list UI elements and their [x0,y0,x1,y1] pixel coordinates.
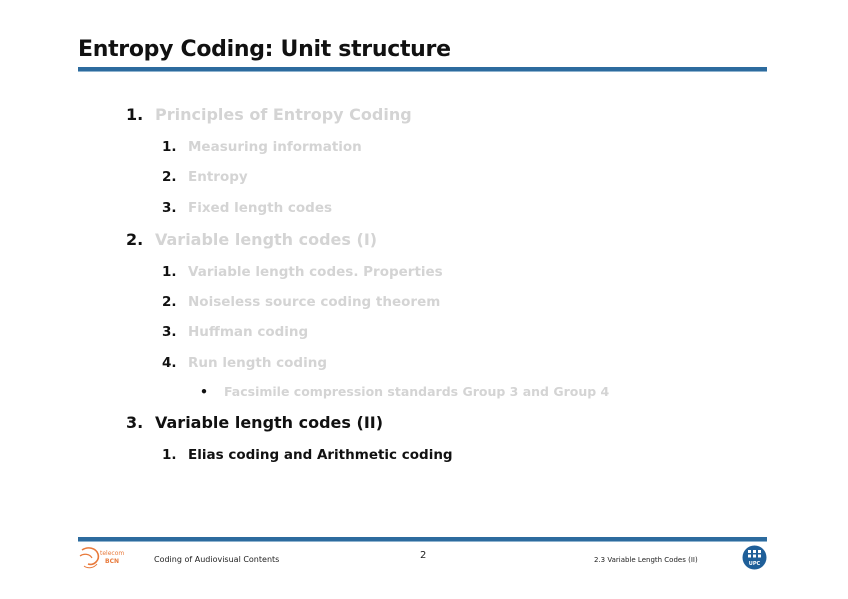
outline-item: 1. Elias coding and Arithmetic coding [162,447,453,463]
outline-item: 3. Variable length codes (II) [126,413,383,432]
item-number: 3. [162,200,177,216]
upc-logo-label: UPC [749,561,761,567]
outline-item: 1. Measuring information [162,139,362,155]
item-number: 1. [162,139,177,155]
item-number: 4. [162,355,177,371]
item-number: 3. [126,413,144,432]
item-number: 2. [162,294,177,310]
telecom-bcn-logo: telecom BCN [79,547,124,569]
bullet-icon: • [200,384,208,399]
outline-item: 2. Noiseless source coding theorem [162,294,440,310]
item-text: Huffman coding [188,324,309,340]
logo-text-top: telecom [100,550,124,557]
outline-item: 3. Fixed length codes [162,200,332,216]
outline-item: 1. Variable length codes. Properties [162,264,443,280]
slide-title: Entropy Coding: Unit structure [78,37,451,62]
section-name: 2.3 Variable Length Codes (II) [594,556,698,564]
logo-text-bottom: BCN [105,558,119,565]
item-number: 1. [162,447,177,463]
footer-divider [78,537,767,542]
item-number: 3. [162,324,177,340]
outline-item: 3. Huffman coding [162,324,308,340]
outline-item: 2. Entropy [162,169,248,185]
item-text: Principles of Entropy Coding [155,105,412,124]
item-text: Variable length codes. Properties [188,264,443,280]
item-text: Measuring information [188,139,362,155]
item-text: Run length coding [188,355,327,371]
item-number: 1. [126,105,144,124]
item-text: Variable length codes (II) [155,413,384,432]
outline-item: 1. Principles of Entropy Coding [126,105,412,124]
outline-item: • Facsimile compression standards Group 3… [200,384,609,399]
upc-logo: UPC [742,545,767,570]
item-number: 2. [126,230,144,249]
title-divider [78,67,767,72]
item-text: Noiseless source coding theorem [188,294,441,310]
item-number: 2. [162,169,177,185]
page-number: 2 [420,550,427,561]
outline-item: 2. Variable length codes (I) [126,230,377,249]
item-text: Facsimile compression standards Group 3 … [224,384,610,399]
course-name: Coding of Audiovisual Contents [154,555,280,564]
item-text: Elias coding and Arithmetic coding [188,447,453,463]
outline-item: 4. Run length coding [162,355,327,371]
item-text: Fixed length codes [188,200,333,216]
item-number: 1. [162,264,177,280]
item-text: Variable length codes (I) [155,230,378,249]
item-text: Entropy [188,169,248,185]
